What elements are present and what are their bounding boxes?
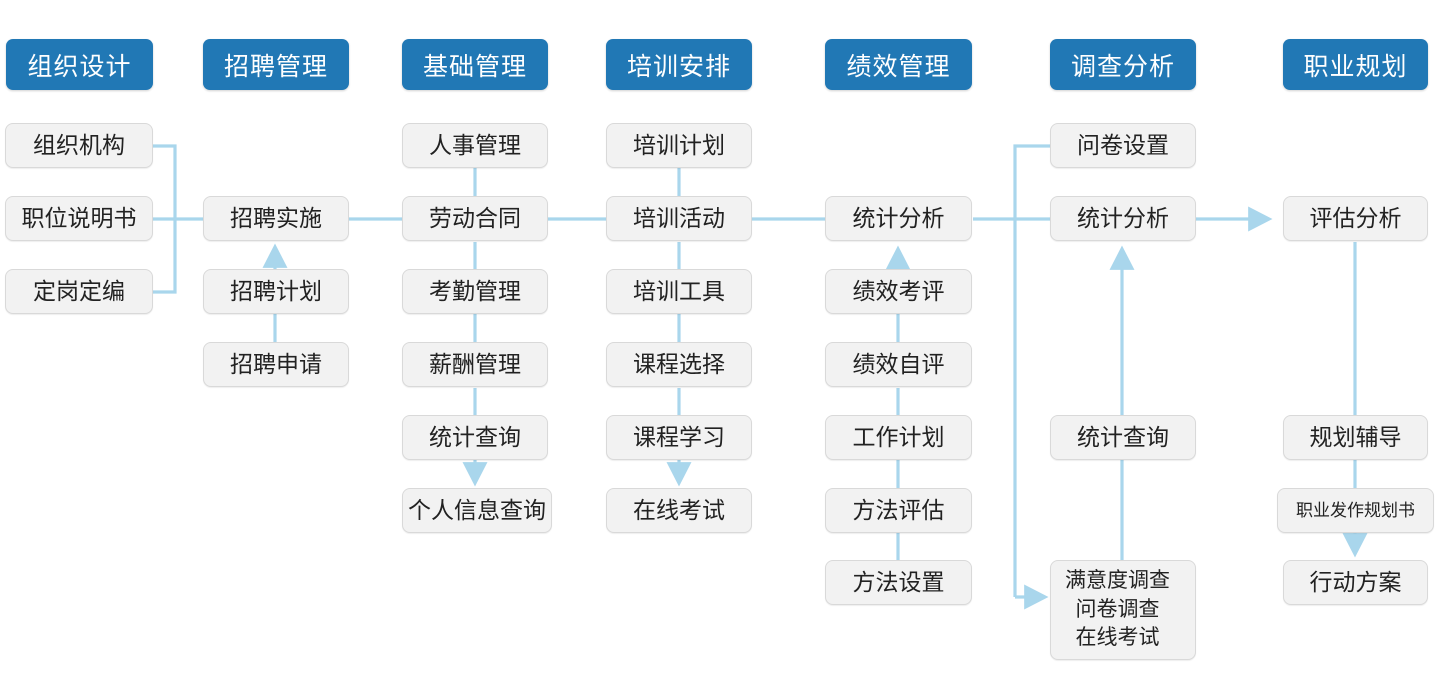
- node-statistics-analysis-perf[interactable]: 统计分析: [825, 196, 972, 241]
- node-planning-guidance[interactable]: 规划辅导: [1283, 415, 1428, 460]
- wire-org-bracket: [153, 144, 177, 294]
- column-header-career-planning[interactable]: 职业规划: [1283, 39, 1428, 90]
- node-course-study[interactable]: 课程学习: [606, 415, 752, 460]
- node-performance-review[interactable]: 绩效考评: [825, 269, 972, 314]
- node-evaluation-analysis[interactable]: 评估分析: [1283, 196, 1428, 241]
- node-work-plan[interactable]: 工作计划: [825, 415, 972, 460]
- node-online-exam-training[interactable]: 在线考试: [606, 488, 752, 533]
- column-header-performance-management[interactable]: 绩效管理: [825, 39, 972, 90]
- node-personnel-management[interactable]: 人事管理: [402, 123, 548, 168]
- node-staffing-plan[interactable]: 定岗定编: [5, 269, 153, 314]
- node-method-setting[interactable]: 方法设置: [825, 560, 972, 605]
- node-salary-management[interactable]: 薪酬管理: [402, 342, 548, 387]
- column-header-recruit-management[interactable]: 招聘管理: [203, 39, 349, 90]
- column-header-survey-analysis[interactable]: 调查分析: [1050, 39, 1196, 90]
- node-action-plan[interactable]: 行动方案: [1283, 560, 1428, 605]
- node-statistics-query-basic[interactable]: 统计查询: [402, 415, 548, 460]
- node-career-development-plan-book[interactable]: 职业发作规划书: [1277, 488, 1434, 533]
- node-performance-self-eval[interactable]: 绩效自评: [825, 342, 972, 387]
- node-recruit-implementation[interactable]: 招聘实施: [203, 196, 349, 241]
- node-statistics-analysis-survey[interactable]: 统计分析: [1050, 196, 1196, 241]
- node-recruit-plan[interactable]: 招聘计划: [203, 269, 349, 314]
- column-header-basic-management[interactable]: 基础管理: [402, 39, 548, 90]
- node-job-description[interactable]: 职位说明书: [5, 196, 153, 241]
- node-training-tools[interactable]: 培训工具: [606, 269, 752, 314]
- node-course-selection[interactable]: 课程选择: [606, 342, 752, 387]
- node-satisfaction-survey-group[interactable]: 满意度调查 问卷调查 在线考试: [1050, 560, 1196, 660]
- node-training-plan[interactable]: 培训计划: [606, 123, 752, 168]
- node-personal-info-query[interactable]: 个人信息查询: [402, 488, 552, 533]
- node-training-activity[interactable]: 培训活动: [606, 196, 752, 241]
- column-header-org-design[interactable]: 组织设计: [6, 39, 153, 90]
- node-questionnaire-setting[interactable]: 问卷设置: [1050, 123, 1196, 168]
- column-header-training-arrangement[interactable]: 培训安排: [606, 39, 752, 90]
- wire-survey-rail: [1013, 144, 1050, 597]
- node-recruit-application[interactable]: 招聘申请: [203, 342, 349, 387]
- node-org-structure[interactable]: 组织机构: [5, 123, 153, 168]
- node-statistics-query-survey[interactable]: 统计查询: [1050, 415, 1196, 460]
- node-attendance-management[interactable]: 考勤管理: [402, 269, 548, 314]
- node-method-evaluation[interactable]: 方法评估: [825, 488, 972, 533]
- node-labor-contract[interactable]: 劳动合同: [402, 196, 548, 241]
